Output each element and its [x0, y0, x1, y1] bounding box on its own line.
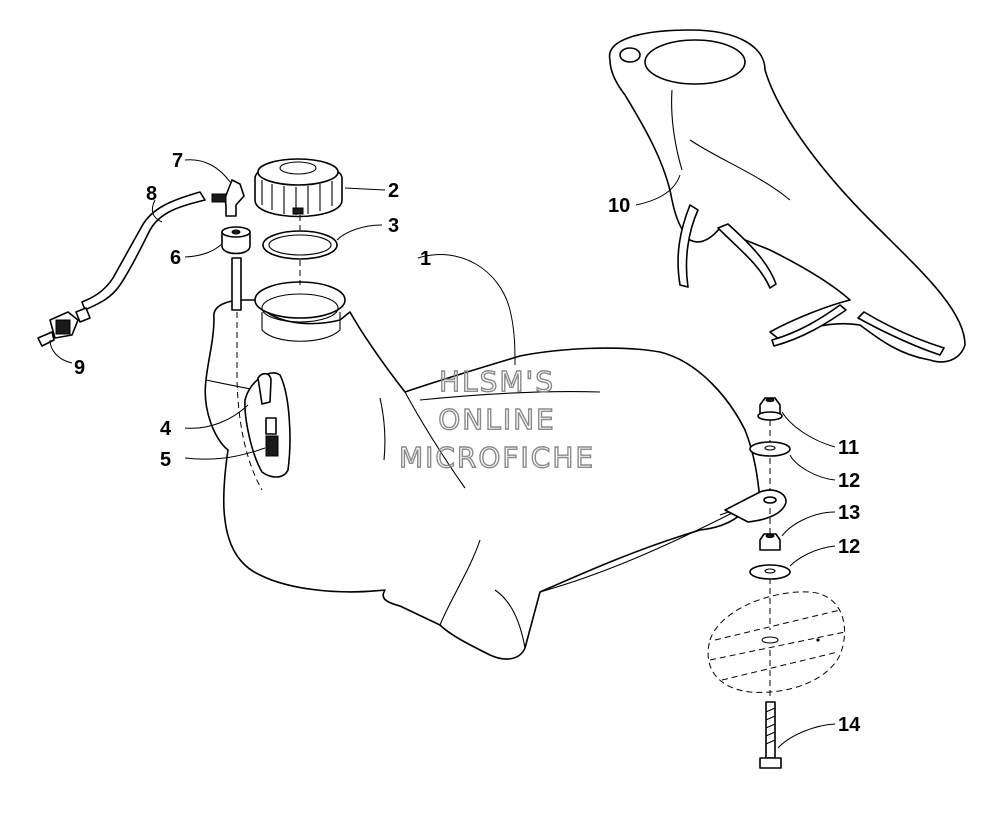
callouts: 1 2 3 4 5 6 7 8 9 10 11 12 13 12 14 [74, 150, 861, 736]
cap-gasket [262, 230, 338, 260]
callout-9: 9 [74, 357, 85, 379]
callout-2: 2 [388, 180, 399, 202]
leader-12a [789, 454, 836, 481]
callout-10: 10 [608, 195, 630, 217]
callout-13: 13 [838, 502, 860, 524]
leader-4 [184, 404, 249, 429]
watermark: HLSM'S ONLINE MICROFICHE [398, 364, 595, 474]
callout-12-lower: 12 [838, 536, 860, 558]
fuel-cap [254, 158, 343, 218]
watermark-line-3: MICROFICHE [399, 441, 595, 474]
vent-tube [231, 257, 242, 311]
pickup-hose [257, 372, 272, 405]
hex-nut [759, 533, 781, 551]
callout-1: 1 [420, 248, 431, 270]
callout-8: 8 [146, 183, 157, 205]
callout-7: 7 [172, 150, 183, 172]
vent-hose [81, 191, 206, 311]
leader-6 [184, 243, 223, 258]
mounting-plate [707, 591, 846, 693]
tank-grommet [221, 226, 251, 255]
washer-lower [749, 564, 791, 580]
leader-13 [781, 511, 836, 537]
mounting-bolt [759, 701, 782, 769]
callout-12-upper: 12 [838, 470, 860, 492]
leader-10 [635, 174, 681, 206]
leader-5 [184, 447, 266, 460]
leader-9 [49, 339, 73, 364]
callout-6: 6 [170, 247, 181, 269]
tank-cover [608, 29, 966, 363]
callout-5: 5 [160, 449, 171, 471]
flange-nut [757, 397, 783, 421]
callout-14: 14 [838, 714, 861, 736]
leader-7 [184, 159, 231, 183]
leader-8 [151, 199, 163, 223]
fuel-tank [204, 281, 787, 660]
callout-4: 4 [160, 418, 172, 440]
fuel-valve [265, 417, 279, 457]
watermark-line-2: ONLINE [438, 403, 555, 436]
leader-11 [781, 411, 836, 448]
callout-3: 3 [388, 215, 399, 237]
leader-1 [417, 254, 516, 366]
leader-3 [336, 224, 383, 241]
washer-upper [749, 441, 791, 457]
check-valve [37, 307, 91, 347]
watermark-line-1: HLSM'S [439, 365, 555, 398]
leader-lines [49, 159, 836, 749]
vent-fitting [211, 179, 245, 217]
callout-11: 11 [838, 437, 859, 459]
leader-12b [789, 545, 836, 567]
leader-14 [777, 723, 836, 749]
leader-2 [344, 187, 386, 191]
